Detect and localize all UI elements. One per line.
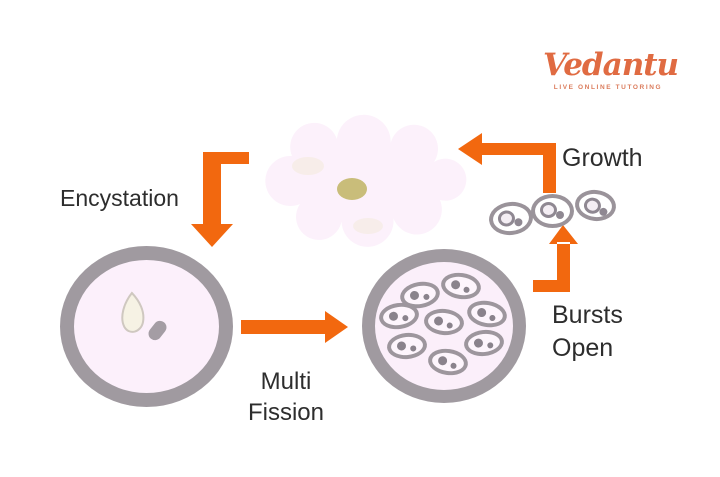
daughter-nucleus-dot	[476, 307, 487, 318]
bursts-open-label-line2: Open	[552, 334, 614, 362]
growth-label: Growth	[562, 144, 643, 172]
daughter-granule-dot	[409, 345, 417, 352]
daughter-nucleus-dot	[450, 279, 461, 290]
daughter-granule-dot	[422, 293, 430, 301]
growth-arrow	[458, 133, 556, 193]
daughter-nucleus-dot	[437, 355, 448, 366]
logo-wordmark: Vedantu	[543, 47, 679, 83]
multifission-cyst-circle	[362, 249, 526, 403]
bursts-open-label: Bursts Open	[552, 299, 623, 365]
logo-tagline: LIVE ONLINE TUTORING	[553, 84, 663, 91]
amoeba-nucleus	[337, 178, 367, 200]
vedantu-logo: Vedantu LIVE ONLINE TUTORING	[543, 47, 679, 91]
daughter-nucleus-dot	[396, 341, 407, 351]
bursts-open-label-line1: Bursts	[552, 301, 623, 329]
released-cell	[531, 194, 574, 228]
daughter-granule-dot	[463, 286, 470, 294]
multi-fission-label: Multi Fission	[226, 366, 346, 428]
daughter-granule-dot	[488, 314, 496, 322]
cyst-nucleus-teardrop	[121, 291, 145, 333]
daughter-cell	[422, 307, 466, 337]
amoeba-vacuole-patch	[353, 218, 383, 234]
amoeba-body	[265, 114, 467, 247]
released-cell-granule-dot	[598, 207, 608, 217]
daughter-cell	[439, 270, 483, 302]
daughter-cell	[426, 346, 470, 378]
cyst-circle	[60, 246, 233, 407]
encystation-arrow	[191, 152, 249, 247]
daughter-nucleus-dot	[409, 290, 420, 301]
daughter-granule-dot	[450, 362, 457, 370]
bursts-open-arrow	[533, 225, 578, 292]
daughter-nucleus-dot	[473, 338, 484, 349]
daughter-cell	[462, 327, 506, 359]
released-cell-granule-dot	[514, 217, 523, 227]
encystation-label: Encystation	[60, 185, 179, 211]
daughter-granule-dot	[486, 342, 494, 349]
daughter-nucleus-dot	[388, 311, 399, 322]
daughter-cell	[385, 331, 429, 361]
daughter-nucleus-dot	[433, 316, 444, 326]
multi-fission-label-line2: Fission	[247, 399, 325, 426]
multi-fission-label-line1: Multi	[260, 368, 312, 395]
released-cell-nucleus-ring	[497, 209, 516, 228]
released-cell-granule-dot	[556, 211, 564, 219]
daughter-granule-dot	[446, 322, 453, 329]
multi-fission-arrow	[241, 311, 348, 343]
released-cell-nucleus-ring	[540, 202, 557, 218]
daughter-granule-dot	[401, 314, 409, 322]
amoeba	[265, 114, 467, 247]
cyst-granule	[145, 318, 170, 343]
amoeba-vacuole-patch	[292, 157, 324, 175]
daughter-cell	[465, 297, 509, 331]
